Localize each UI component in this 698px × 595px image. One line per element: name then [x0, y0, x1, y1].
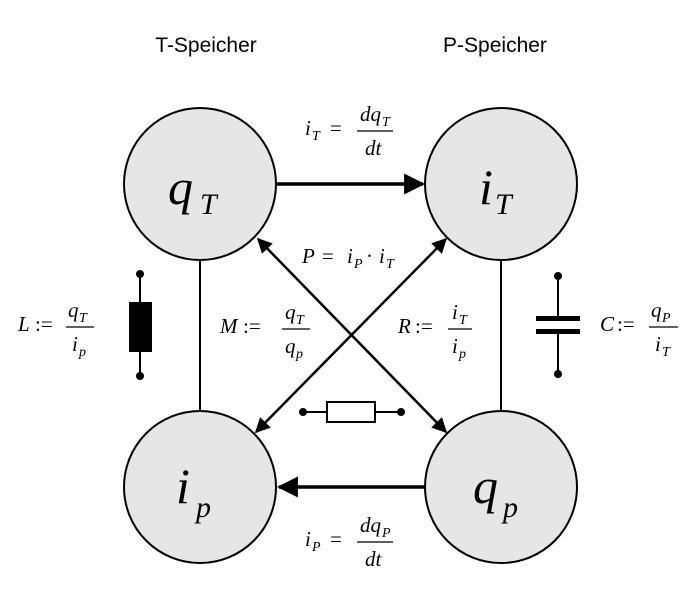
svg-text:T: T: [386, 257, 395, 272]
svg-text:i: i: [379, 244, 385, 268]
equation-mutual: M := q T q p: [219, 300, 310, 362]
svg-text:p: p: [295, 347, 303, 362]
resistor-symbol: [299, 401, 405, 423]
equation-resistance: R := i T i p: [397, 300, 472, 362]
svg-text:C: C: [600, 312, 615, 336]
svg-text:q: q: [651, 298, 662, 322]
diagonal-arrow-it-ip: [254, 237, 448, 434]
node-i-p: i p: [123, 410, 277, 564]
svg-text:i: i: [347, 244, 353, 268]
svg-text:i: i: [72, 332, 78, 356]
header-t-speicher: T-Speicher: [155, 34, 257, 57]
svg-text::=: :=: [243, 314, 261, 338]
svg-text:q: q: [68, 298, 79, 322]
svg-text:L: L: [17, 312, 30, 336]
svg-text:P: P: [311, 540, 321, 555]
svg-text:=: =: [322, 244, 334, 268]
svg-text:q: q: [285, 300, 296, 324]
node-q-t-symbol: q: [168, 159, 193, 215]
equation-capacitance: C := q P i T: [600, 298, 678, 360]
svg-text:P: P: [353, 257, 363, 272]
node-i-t: i T: [424, 107, 578, 261]
svg-text:R: R: [397, 314, 411, 338]
svg-text:i: i: [305, 116, 311, 140]
svg-text::=: :=: [35, 312, 53, 336]
capacitor-symbol: [536, 272, 580, 378]
header-p-speicher: P-Speicher: [443, 34, 547, 57]
svg-text::=: :=: [617, 312, 635, 336]
svg-text:p: p: [458, 347, 466, 362]
svg-text:P: P: [661, 311, 671, 326]
svg-text:q: q: [285, 334, 296, 358]
equation-current-p: i P = dq P dt: [305, 513, 393, 571]
node-q-p: q p: [424, 410, 578, 564]
svg-text:·: ·: [366, 244, 373, 268]
svg-text:=: =: [330, 527, 342, 551]
svg-text:i: i: [452, 300, 458, 324]
equation-inductance: L := q T i p: [17, 298, 94, 360]
svg-text:i: i: [655, 332, 661, 356]
equation-current-t: i T = dq T dt: [305, 102, 393, 160]
svg-text:T: T: [79, 311, 88, 326]
svg-text:=: =: [330, 116, 342, 140]
node-q-p-subscript: p: [501, 491, 518, 524]
inductor-symbol: [129, 270, 152, 380]
svg-text:T: T: [312, 129, 321, 144]
node-q-p-symbol: q: [473, 458, 498, 514]
svg-text:P: P: [301, 244, 315, 268]
svg-text:dq: dq: [360, 513, 382, 537]
svg-text:M: M: [219, 314, 239, 338]
svg-text:dq: dq: [360, 102, 382, 126]
svg-text:T: T: [296, 313, 305, 328]
svg-text:dt: dt: [365, 547, 383, 571]
svg-text:p: p: [78, 345, 86, 360]
node-q-t: q T: [123, 107, 277, 261]
svg-text:T: T: [662, 345, 671, 360]
svg-text::=: :=: [415, 314, 433, 338]
node-i-t-subscript: T: [495, 188, 514, 221]
svg-text:i: i: [305, 527, 311, 551]
equation-power: P = i P · i T: [301, 244, 395, 272]
node-i-p-subscript: p: [194, 491, 211, 524]
svg-text:i: i: [452, 334, 458, 358]
svg-text:T: T: [382, 115, 391, 130]
svg-text:P: P: [381, 526, 391, 541]
node-i-p-symbol: i: [176, 458, 190, 514]
svg-text:dt: dt: [365, 136, 383, 160]
node-q-t-subscript: T: [200, 188, 219, 221]
node-i-t-symbol: i: [479, 159, 493, 215]
svg-text:T: T: [459, 313, 468, 328]
